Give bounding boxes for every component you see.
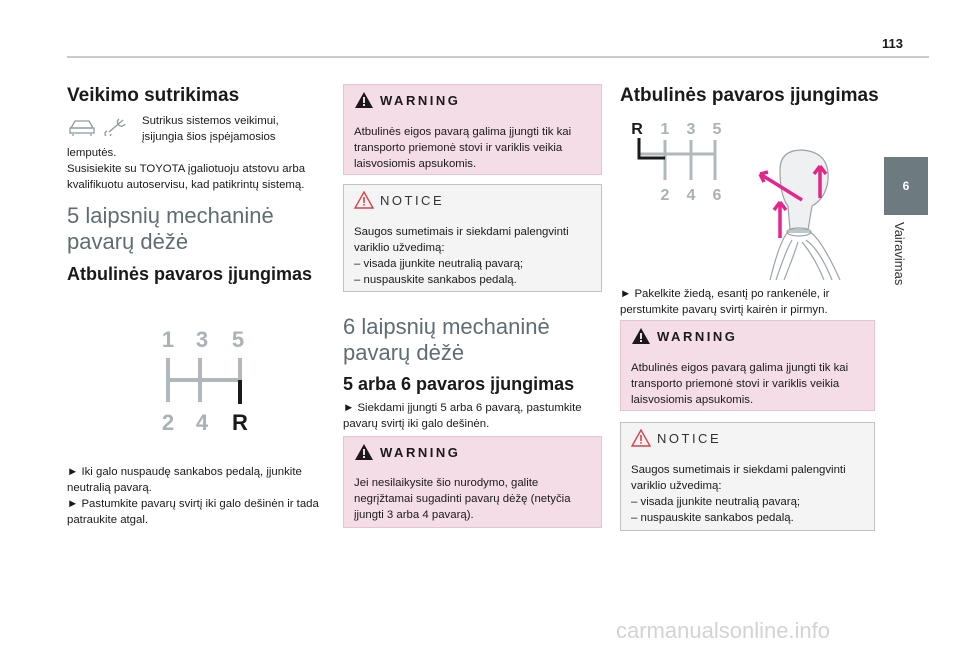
notice-box: NOTICE Saugos sumetimais ir siekdami pal…: [620, 422, 875, 531]
gear-label-reverse: R: [232, 410, 248, 435]
icon-text: Sutrikus sistemos veikimui, įsijungia ši…: [142, 115, 279, 143]
warning-icon: [355, 444, 373, 460]
notice-item: – nuspauskite sankabos pedalą.: [354, 274, 517, 286]
warning-text: Atbulinės eigos pavarą galima įjungti ti…: [631, 362, 849, 406]
header-rule: [67, 56, 929, 58]
subheading-5-6: 5 arba 6 pavaros įjungimas: [343, 374, 575, 394]
section-title-5speed: 5 laipsnių mechaninė pavarų dėžė: [67, 203, 274, 254]
notice-icon: [631, 429, 651, 447]
warning-label: WARNING: [380, 445, 461, 460]
heading-malfunction: Veikimo sutrikimas: [67, 85, 240, 106]
warning-lamps-icon: [69, 118, 126, 136]
warning-text: Atbulinės eigos pavarą galima įjungti ti…: [354, 126, 572, 170]
gear-label: 2: [162, 410, 174, 435]
step-text: ► Pakelkite žiedą, esantį po rankenėle, …: [620, 288, 830, 316]
gear-label: 4: [196, 410, 209, 435]
warning-label: WARNING: [380, 93, 461, 108]
page-number: 113: [882, 36, 903, 51]
contact-text: Susisiekite su TOYOTA įgaliotuoju atstov…: [67, 163, 306, 191]
notice-item: – nuspauskite sankabos pedalą.: [631, 512, 794, 524]
warning-text: Jei nesilaikysite šio nurodymo, galite n…: [354, 477, 571, 521]
notice-box: NOTICE Saugos sumetimais ir siekdami pal…: [343, 184, 602, 292]
gear-lever-illustration: [758, 149, 841, 281]
warning-box: WARNING Atbulinės eigos pavarą galima įj…: [620, 320, 875, 411]
gear-label: 1: [162, 327, 174, 352]
section-title-6speed: 6 laipsnių mechaninė pavarų dėžė: [343, 314, 550, 365]
gear-label: 3: [687, 121, 696, 138]
gear-label-reverse: R: [631, 121, 643, 138]
gear-label: 6: [713, 187, 722, 204]
notice-text: Saugos sumetimais ir siekdami palengvint…: [354, 226, 569, 254]
heading-reverse-6speed: Atbulinės pavaros įjungimas: [620, 85, 879, 106]
gear-label: 3: [196, 327, 208, 352]
gear-pattern-5speed-diagram: 1 3 5 2 4 R: [162, 327, 248, 435]
notice-item: – visada įjunkite neutralią pavarą;: [631, 496, 801, 508]
icon-text-cont: lemputės.: [67, 147, 117, 159]
chapter-tab[interactable]: 6: [884, 157, 928, 215]
step-text: ► Siekdami įjungti 5 arba 6 pavarą, past…: [343, 402, 582, 430]
gear-label: 5: [232, 327, 244, 352]
step-text: ► Iki galo nuspaudę sankabos pedalą, įju…: [67, 466, 302, 494]
notice-icon: [354, 191, 374, 209]
subheading-reverse: Atbulinės pavaros įjungimas: [67, 264, 313, 284]
notice-label: NOTICE: [380, 193, 445, 208]
notice-text: Saugos sumetimais ir siekdami palengvint…: [631, 464, 846, 492]
warning-icon: [632, 328, 650, 344]
notice-label: NOTICE: [657, 431, 722, 446]
warning-box: WARNING Atbulinės eigos pavarą galima įj…: [343, 84, 602, 175]
warning-box: WARNING Jei nesilaikysite šio nurodymo, …: [343, 436, 602, 528]
gear-pattern-6speed-diagram: R 1 3 5 2 4 6: [631, 121, 722, 204]
gear-label: 5: [713, 121, 722, 138]
step-text: ► Pastumkite pavarų svirtį iki galo deši…: [67, 498, 319, 526]
chapter-label: Vairavimas: [892, 222, 907, 286]
warning-icon: [355, 92, 373, 108]
gear-label: 2: [661, 187, 670, 204]
gear-label: 1: [661, 121, 670, 138]
warning-label: WARNING: [657, 329, 738, 344]
gear-label: 4: [687, 187, 696, 204]
notice-item: – visada įjunkite neutralią pavarą;: [354, 258, 524, 270]
watermark: carmanualsonline.info: [616, 618, 831, 643]
